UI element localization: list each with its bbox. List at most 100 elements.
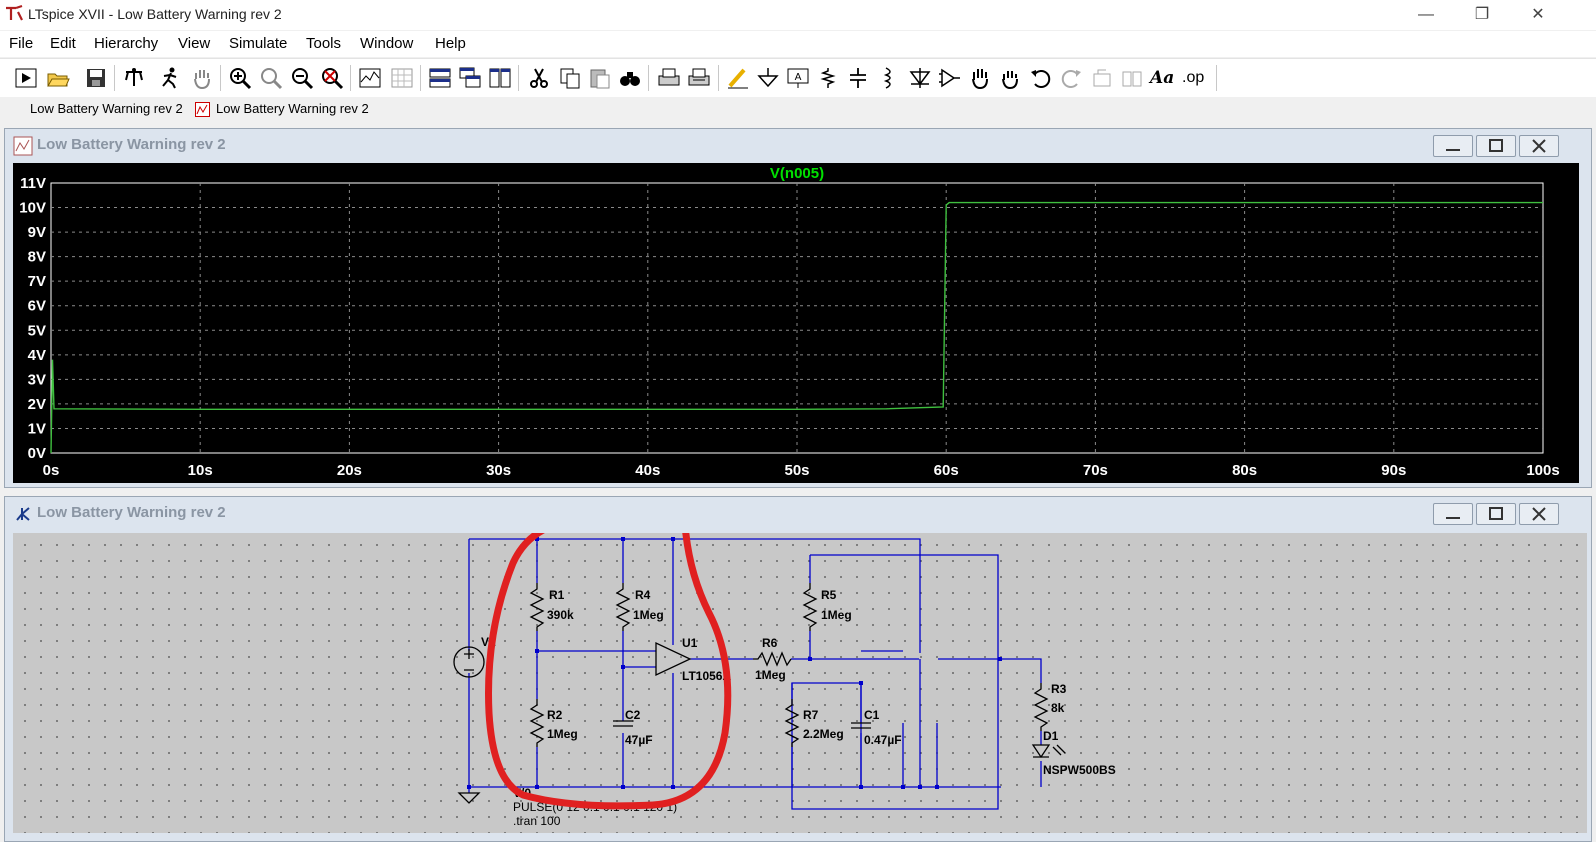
- tile-vertical-icon[interactable]: [488, 66, 512, 90]
- tran-directive[interactable]: .tran 100: [513, 814, 561, 828]
- waveform-close-button[interactable]: [1519, 135, 1559, 157]
- x-tick-label: 0s: [43, 462, 60, 479]
- inductor-icon[interactable]: [876, 66, 900, 90]
- ground-icon[interactable]: [756, 66, 780, 90]
- spice-directive-icon[interactable]: .op: [1182, 69, 1205, 86]
- schematic-drawing: R1 390k R4 1Meg R5 1Meg U1 LT1056A R6 1M…: [453, 533, 1116, 828]
- r4-value: 1Meg: [633, 608, 664, 622]
- r4-symbol: [615, 583, 631, 631]
- r7-label: R7: [803, 708, 819, 722]
- trace-label[interactable]: V(n005): [770, 165, 824, 182]
- toolbar: A Aa .op: [0, 58, 1596, 98]
- minimize-button[interactable]: —: [1418, 6, 1434, 23]
- capacitor-icon[interactable]: [846, 66, 870, 90]
- c1-value: 0.47µF: [864, 733, 902, 747]
- waveform-maximize-button[interactable]: [1476, 135, 1516, 157]
- menu-tools[interactable]: Tools: [306, 35, 342, 52]
- svg-text:A: A: [795, 72, 802, 83]
- component-icon[interactable]: [938, 66, 962, 90]
- zoom-in-icon[interactable]: [228, 66, 252, 90]
- undo-icon[interactable]: [1029, 66, 1053, 90]
- rotate-icon[interactable]: [1090, 66, 1114, 90]
- r7-value: 2.2Meg: [803, 727, 844, 741]
- cut-icon[interactable]: [527, 66, 551, 90]
- diode-icon[interactable]: [908, 66, 932, 90]
- y-tick-label: 10V: [19, 200, 46, 217]
- y-tick-label: 5V: [28, 322, 46, 339]
- menu-file[interactable]: File: [9, 35, 34, 52]
- menu-help[interactable]: Help: [435, 35, 466, 52]
- d1-value: NSPW500BS: [1043, 763, 1116, 777]
- waveform-window-title: Low Battery Warning rev 2: [37, 136, 226, 153]
- ground-symbol: [457, 792, 481, 804]
- schematic-maximize-button[interactable]: [1476, 503, 1516, 525]
- zoom-out-tool-icon[interactable]: [259, 66, 283, 90]
- menu-view[interactable]: View: [178, 35, 211, 52]
- print-preview-icon[interactable]: [657, 66, 681, 90]
- c2-label: C2: [625, 708, 641, 722]
- restore-button[interactable]: ❐: [1474, 6, 1490, 23]
- autorange-icon[interactable]: [358, 66, 382, 90]
- wire-icon[interactable]: [726, 66, 750, 90]
- run-icon[interactable]: [14, 66, 38, 90]
- r5-value: 1Meg: [821, 608, 852, 622]
- menu-simulate[interactable]: Simulate: [229, 35, 288, 52]
- tab-waveform[interactable]: Low Battery Warning rev 2: [216, 101, 369, 116]
- d1-symbol: [1031, 744, 1051, 759]
- find-icon[interactable]: [618, 66, 642, 90]
- drag-icon[interactable]: [998, 66, 1022, 90]
- x-tick-label: 60s: [934, 462, 959, 479]
- print-icon[interactable]: [687, 66, 711, 90]
- schematic-window: Low Battery Warning rev 2: [4, 496, 1592, 842]
- r2-value: 1Meg: [547, 727, 578, 741]
- trace-V(n005)[interactable]: [50, 201, 1543, 454]
- r4-label: R4: [635, 588, 651, 602]
- r1-symbol: [529, 583, 545, 631]
- u1-value: LT1056A: [682, 669, 731, 683]
- schematic-canvas[interactable]: R1 390k R4 1Meg R5 1Meg U1 LT1056A R6 1M…: [13, 533, 1587, 833]
- x-tick-label: 40s: [635, 462, 660, 479]
- copy-icon[interactable]: [558, 66, 582, 90]
- menu-window[interactable]: Window: [360, 35, 414, 52]
- open-icon[interactable]: [46, 66, 70, 90]
- schematic-minimize-button[interactable]: [1433, 503, 1473, 525]
- menu-bar: File Edit Hierarchy View Simulate Tools …: [0, 31, 1596, 57]
- schematic-close-button[interactable]: [1519, 503, 1559, 525]
- tile-horizontal-icon[interactable]: [428, 66, 452, 90]
- redo-icon[interactable]: [1059, 66, 1083, 90]
- mirror-icon[interactable]: [1120, 66, 1144, 90]
- resistor-icon[interactable]: [816, 66, 840, 90]
- grid-icon[interactable]: [390, 66, 414, 90]
- cascade-icon[interactable]: [458, 66, 482, 90]
- x-tick-label: 70s: [1083, 462, 1108, 479]
- components: [453, 583, 1066, 804]
- text-icon[interactable]: Aa: [1150, 68, 1175, 88]
- x-tick-label: 30s: [486, 462, 511, 479]
- menu-hierarchy[interactable]: Hierarchy: [94, 35, 159, 52]
- label-icon[interactable]: A: [786, 66, 810, 90]
- u1-symbol: [655, 641, 692, 677]
- tab-schematic[interactable]: Low Battery Warning rev 2: [30, 101, 183, 116]
- c1-label: C1: [864, 708, 880, 722]
- x-tick-label: 90s: [1381, 462, 1406, 479]
- y-tick-label: 0V: [28, 445, 46, 462]
- y-tick-label: 6V: [28, 298, 46, 315]
- move-icon[interactable]: [968, 66, 992, 90]
- x-tick-label: 100s: [1526, 462, 1559, 479]
- r3-value: 8k: [1051, 701, 1065, 715]
- waveform-minimize-button[interactable]: [1433, 135, 1473, 157]
- paste-icon[interactable]: [588, 66, 612, 90]
- zoom-out-icon[interactable]: [290, 66, 314, 90]
- halt-icon[interactable]: [158, 66, 182, 90]
- save-icon[interactable]: [84, 66, 108, 90]
- pan-icon[interactable]: [190, 66, 214, 90]
- close-button[interactable]: ✕: [1531, 6, 1545, 23]
- zoom-cancel-icon[interactable]: [320, 66, 344, 90]
- menu-edit[interactable]: Edit: [50, 35, 76, 52]
- r6-value: 1Meg: [755, 668, 786, 682]
- y-tick-label: 1V: [28, 420, 46, 437]
- control-panel-icon[interactable]: [122, 66, 146, 90]
